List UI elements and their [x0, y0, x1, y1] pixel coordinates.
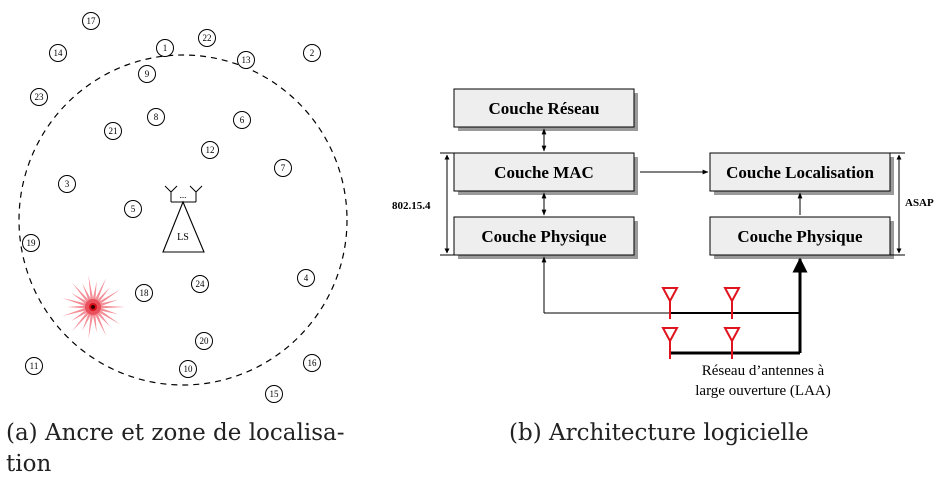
sensor-node-label: 1 — [163, 43, 168, 53]
sensor-node-label: 23 — [35, 92, 45, 102]
sensor-node-1: 1 — [156, 39, 174, 57]
sensor-node-11: 11 — [25, 357, 43, 375]
sensor-node-label: 17 — [87, 16, 97, 26]
sensor-node-8: 8 — [147, 108, 165, 126]
bracket-802154-label: 802.15.4 — [392, 200, 431, 212]
caption-a-line1: (a) Ancre et zone de localisa- — [6, 420, 345, 446]
sensor-node-21: 21 — [104, 122, 122, 140]
sensor-node-16: 16 — [303, 354, 321, 372]
antenna-connections — [541, 256, 808, 355]
block-couche-localisation-label: Couche Localisation — [726, 163, 874, 182]
bracket-802154: 802.15.4 — [392, 152, 454, 256]
sensor-node-9: 9 — [138, 65, 156, 83]
sensor-node-label: 16 — [308, 358, 318, 368]
caption-a: (a) Ancre et zone de localisa- tion — [6, 418, 386, 480]
sensor-node-label: 6 — [240, 115, 245, 125]
block-couche-physique-left: Couche Physique — [453, 216, 635, 256]
sensor-node-19: 19 — [22, 234, 40, 252]
sensor-node-2: 2 — [303, 44, 321, 62]
architecture-diagram: Couche Réseau Couche MAC Couche Physique… — [392, 88, 934, 399]
antenna-icon-3 — [661, 327, 679, 359]
sensor-node-12: 12 — [201, 141, 219, 159]
target-burst-icon — [62, 275, 125, 339]
sensor-node-5: 5 — [124, 200, 142, 218]
sensor-node-3: 3 — [58, 175, 76, 193]
sensor-node-label: 20 — [200, 336, 210, 346]
anchor-dots: ... — [180, 190, 187, 200]
block-couche-mac: Couche MAC — [453, 152, 635, 192]
anchor-label: LS — [177, 232, 189, 243]
block-couche-reseau-label: Couche Réseau — [489, 99, 600, 118]
sensor-node-label: 22 — [203, 33, 212, 43]
sensor-node-label: 8 — [154, 112, 159, 122]
block-couche-physique-left-label: Couche Physique — [481, 227, 607, 246]
localisation-zone-diagram: ... LS 17 14 1 22 13 2 9 23 8 21 6 12 7 3 5 19 18 24 4 20 11… — [18, 12, 348, 403]
sensor-node-label: 15 — [270, 389, 280, 399]
sensor-node-label: 19 — [27, 238, 37, 248]
sensor-node-label: 10 — [184, 364, 194, 374]
sensor-node-label: 11 — [30, 361, 39, 371]
anchor-ls-icon: ... LS — [162, 185, 205, 253]
caption-b: (b) Architecture logicielle — [509, 420, 809, 446]
sensor-node-label: 9 — [145, 69, 150, 79]
sensor-node-label: 5 — [131, 204, 136, 214]
sensor-node-label: 12 — [206, 145, 215, 155]
sensor-node-7: 7 — [274, 159, 292, 177]
sensor-node-15: 15 — [265, 385, 283, 403]
sensor-node-label: 7 — [281, 163, 286, 173]
sensor-node-label: 24 — [196, 279, 206, 289]
block-couche-physique-right-label: Couche Physique — [737, 227, 863, 246]
antenna-icon-1 — [661, 287, 679, 319]
sensor-node-6: 6 — [233, 111, 251, 129]
sensor-node-24: 24 — [191, 275, 209, 293]
sensor-node-20: 20 — [195, 332, 213, 350]
sensor-node-4: 4 — [297, 269, 315, 287]
sensor-node-label: 13 — [242, 55, 252, 65]
sensor-node-label: 4 — [304, 273, 309, 283]
sensor-node-label: 2 — [310, 48, 315, 58]
bracket-asap-label: ASAP — [905, 197, 934, 209]
sensor-node-23: 23 — [30, 88, 48, 106]
antenna-array — [661, 287, 741, 359]
sensor-node-17: 17 — [82, 12, 100, 30]
antenna-icon-2 — [723, 287, 741, 319]
localisation-zone-boundary — [18, 54, 348, 386]
block-couche-reseau: Couche Réseau — [453, 88, 635, 128]
sensor-nodes: 17 14 1 22 13 2 9 23 8 21 6 12 7 3 5 19 18 24 4 20 11 10 16 15 — [22, 12, 321, 403]
block-couche-physique-right: Couche Physique — [709, 216, 891, 256]
sensor-node-label: 18 — [140, 288, 150, 298]
bracket-asap: ASAP — [890, 152, 934, 256]
sensor-node-13: 13 — [237, 51, 255, 69]
antenna-array-label-line2: large ouverture (LAA) — [695, 383, 831, 399]
sensor-node-label: 14 — [54, 48, 64, 58]
block-couche-mac-label: Couche MAC — [494, 163, 594, 182]
sensor-node-14: 14 — [49, 44, 67, 62]
sensor-node-10: 10 — [179, 360, 197, 378]
sensor-node-18: 18 — [135, 284, 153, 302]
sensor-node-22: 22 — [198, 29, 216, 47]
antenna-array-label-line1: Réseau d’antennes à — [702, 363, 825, 379]
antenna-icon-4 — [723, 327, 741, 359]
caption-a-line2: tion — [6, 451, 52, 477]
block-couche-localisation: Couche Localisation — [709, 152, 891, 192]
sensor-node-label: 21 — [109, 126, 118, 136]
sensor-node-label: 3 — [65, 179, 70, 189]
